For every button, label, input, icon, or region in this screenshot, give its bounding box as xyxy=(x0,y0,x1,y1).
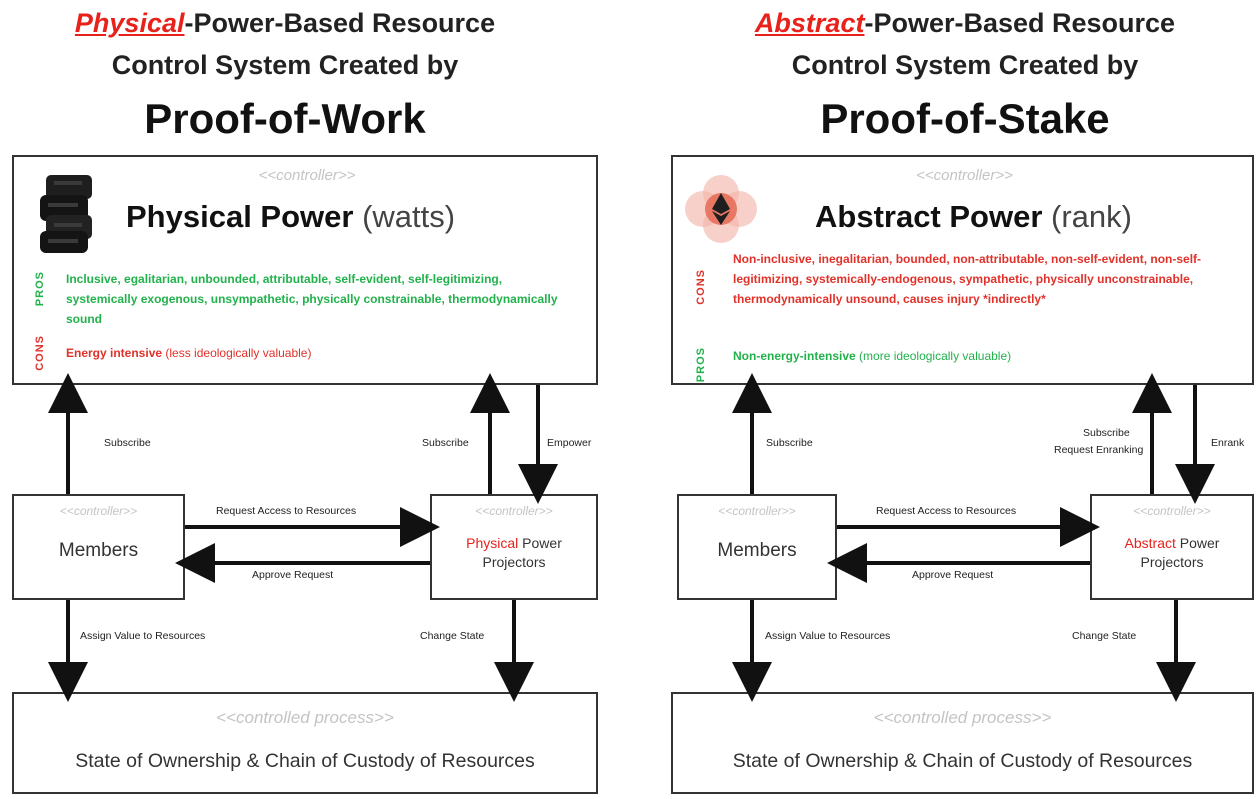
right-projectors-rest: Power xyxy=(1179,535,1220,551)
right-pros-note: (more ideologically valuable) xyxy=(859,349,1012,363)
left-cons-text: Energy intensive (less ideologically val… xyxy=(66,343,566,363)
right-title-line2: Control System Created by xyxy=(791,50,1139,80)
right-cons-text: Non-inclusive, inegalitarian, bounded, n… xyxy=(733,252,1202,306)
left-empower-label: Empower xyxy=(547,437,592,449)
right-cp-text: State of Ownership & Chain of Custody of… xyxy=(732,750,1193,772)
right-projectors-box: <<controller>> Abstract Power Projectors xyxy=(1090,494,1254,600)
right-pros-text: Non-energy-intensive (more ideologically… xyxy=(733,346,1213,366)
left-cons-main: Energy intensive xyxy=(66,346,163,360)
left-projectors-tag: <<controller>> xyxy=(475,504,553,518)
left-power-box: <<controller>> Physical Power (watts) PR… xyxy=(12,155,598,385)
right-change-state-label: Change State xyxy=(1072,630,1137,642)
right-arrows xyxy=(732,373,1215,702)
left-projectors-box: <<controller>> Physical Power Projectors xyxy=(430,494,598,600)
left-cons-note: (less ideologically valuable) xyxy=(165,346,312,360)
right-subscribe-label: Subscribe xyxy=(766,437,813,449)
left-members-box: <<controller>> Members xyxy=(12,494,185,600)
left-projectors-label: Physical Power Projectors xyxy=(432,534,596,572)
right-controlled-process-box: <<controlled process>> State of Ownershi… xyxy=(671,692,1254,794)
left-power-name: Physical Power xyxy=(126,199,354,234)
right-power-name: Abstract Power xyxy=(815,199,1043,234)
left-pros-text: Inclusive, egalitarian, unbounded, attri… xyxy=(66,272,558,326)
left-members-tag: <<controller>> xyxy=(59,504,138,518)
right-projectors-line2: Projectors xyxy=(1140,554,1204,570)
right-title-highlight: Abstract xyxy=(754,8,865,38)
right-pros-main: Non-energy-intensive xyxy=(733,349,856,363)
right-power-title: Abstract Power (rank) xyxy=(815,199,1132,235)
right-enrank-label: Enrank xyxy=(1211,437,1245,449)
left-subscribe-label: Subscribe xyxy=(104,437,151,449)
right-request-enranking-label: Request Enranking xyxy=(1054,444,1144,456)
left-cp-text: State of Ownership & Chain of Custody of… xyxy=(75,750,535,772)
right-request-access-label: Request Access to Resources xyxy=(876,505,1017,517)
left-power-unit: (watts) xyxy=(362,199,456,234)
right-cp-tag: <<controlled process>> xyxy=(873,708,1052,727)
right-power-unit: (rank) xyxy=(1051,199,1132,234)
right-power-box: <<controller>> Abstract Power (rank) CON… xyxy=(671,155,1254,385)
left-cp-tag: <<controlled process>> xyxy=(216,708,394,727)
left-projectors-rest: Power xyxy=(522,535,562,551)
right-title-big: Proof-of-Stake xyxy=(820,95,1110,142)
left-members-label: Members xyxy=(58,540,139,561)
left-projectors-word: Physical xyxy=(466,535,519,551)
left-change-state-label: Change State xyxy=(420,630,485,642)
left-projectors-line2: Projectors xyxy=(482,554,546,570)
left-subscribe-right-label: Subscribe xyxy=(422,437,469,449)
left-request-access-label: Request Access to Resources xyxy=(216,505,357,517)
left-assign-value-label: Assign Value to Resources xyxy=(80,630,206,642)
ethereum-icon xyxy=(683,173,759,250)
right-projectors-tag: <<controller>> xyxy=(1133,504,1211,518)
left-title-line2: Control System Created by xyxy=(111,50,459,80)
right-approve-label: Approve Request xyxy=(912,569,994,581)
right-controller-tag: <<controller>> xyxy=(916,167,1013,184)
right-members-tag: <<controller>> xyxy=(718,504,796,518)
left-controller-tag: <<controller>> xyxy=(258,167,356,184)
right-members-label: Members xyxy=(717,540,797,561)
right-assign-value-label: Assign Value to Resources xyxy=(765,630,891,642)
right-projectors-word: Abstract xyxy=(1124,535,1176,551)
left-title-big: Proof-of-Work xyxy=(144,95,426,142)
right-subscribe-right-label: Subscribe xyxy=(1083,427,1130,439)
asic-miner-icon xyxy=(36,173,98,260)
left-power-title: Physical Power (watts) xyxy=(126,199,455,235)
right-projectors-label: Abstract Power Projectors xyxy=(1092,534,1252,572)
left-approve-label: Approve Request xyxy=(252,569,334,581)
right-title-line1: Abstract-Power-Based Resource xyxy=(730,8,1200,39)
left-title-highlight: Physical xyxy=(74,8,185,38)
left-title-line1: Physical-Power-Based Resource xyxy=(50,8,520,39)
right-members-box: <<controller>> Members xyxy=(677,494,837,600)
left-arrows xyxy=(48,373,558,702)
left-controlled-process-box: <<controlled process>> State of Ownershi… xyxy=(12,692,598,794)
left-title-rest: -Power-Based Resource xyxy=(184,8,496,38)
right-title-rest: -Power-Based Resource xyxy=(864,8,1176,38)
